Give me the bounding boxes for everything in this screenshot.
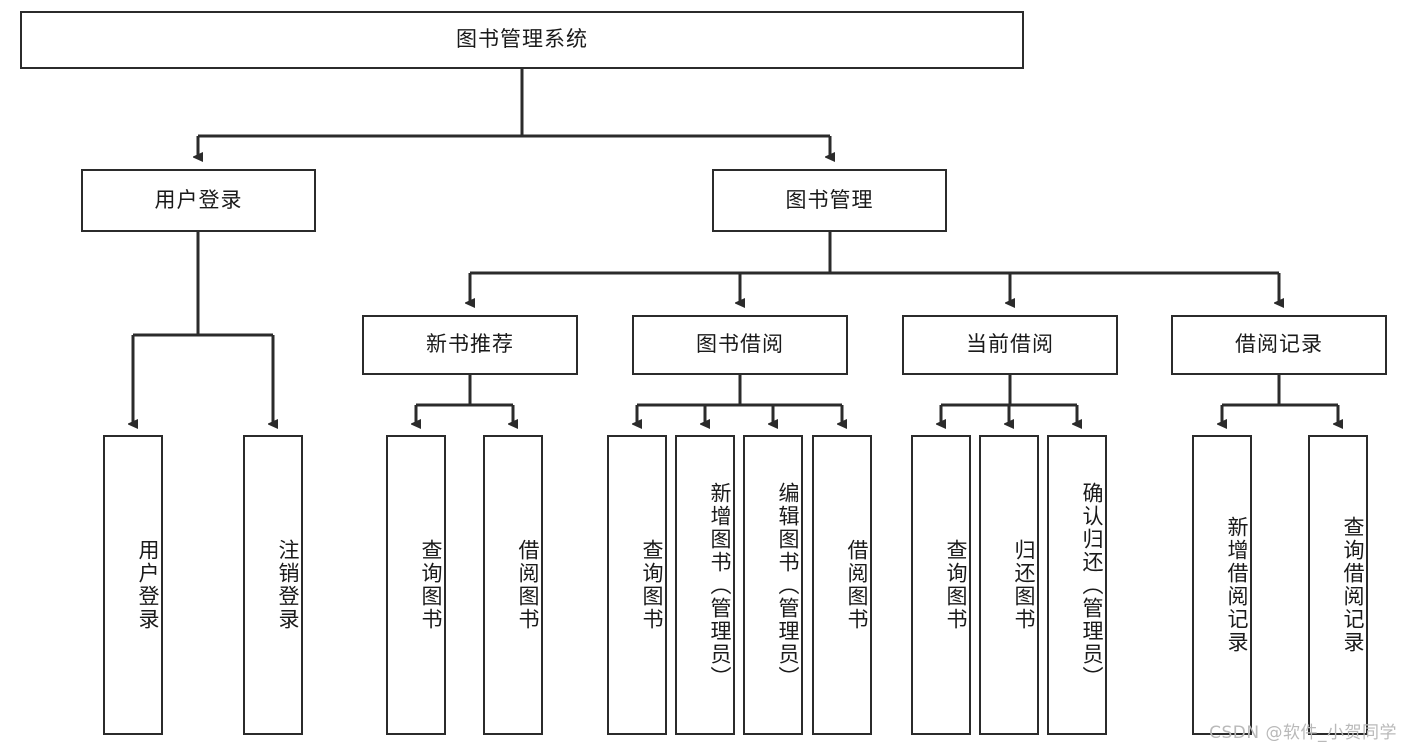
- leaf-logout[interactable]: 注销登录: [243, 435, 303, 735]
- node-book-management[interactable]: 图书管理: [712, 169, 947, 232]
- node-label: 当前借阅: [966, 332, 1054, 357]
- node-new-book-recommend[interactable]: 新书推荐: [362, 315, 578, 375]
- node-borrow-record[interactable]: 借阅记录: [1171, 315, 1387, 375]
- leaf-query-borrow-record[interactable]: 查询借阅记录: [1308, 435, 1368, 735]
- node-label: 图书借阅: [696, 332, 784, 357]
- node-user-login[interactable]: 用户登录: [81, 169, 316, 232]
- leaf-add-book-admin[interactable]: 新增图书（管理员）: [675, 435, 735, 735]
- node-current-borrow[interactable]: 当前借阅: [902, 315, 1118, 375]
- node-label: 用户登录: [136, 539, 160, 631]
- leaf-add-borrow-record[interactable]: 新增借阅记录: [1192, 435, 1252, 735]
- node-label: 查询借阅记录: [1341, 516, 1365, 654]
- leaf-borrow-book-new-recommend[interactable]: 借阅图书: [483, 435, 543, 735]
- leaf-confirm-return-admin[interactable]: 确认归还（管理员）: [1047, 435, 1107, 735]
- leaf-return-book[interactable]: 归还图书: [979, 435, 1039, 735]
- node-label: 新增借阅记录: [1225, 516, 1249, 654]
- node-label: 图书管理: [785, 187, 874, 212]
- node-label: 新增图书（管理员）: [708, 481, 732, 689]
- node-label: 借阅记录: [1235, 332, 1323, 357]
- node-label: 借阅图书: [516, 539, 540, 631]
- node-root-library-management-system[interactable]: 图书管理系统: [20, 11, 1024, 69]
- node-label: 归还图书: [1012, 539, 1036, 631]
- leaf-query-book-current[interactable]: 查询图书: [911, 435, 971, 735]
- leaf-edit-book-admin[interactable]: 编辑图书（管理员）: [743, 435, 803, 735]
- node-label: 查询图书: [944, 539, 968, 631]
- node-label: 图书管理系统: [456, 27, 588, 52]
- node-label: 借阅图书: [845, 539, 869, 631]
- node-label: 注销登录: [276, 539, 300, 631]
- node-label: 查询图书: [640, 539, 664, 631]
- leaf-borrow-book[interactable]: 借阅图书: [812, 435, 872, 735]
- leaf-user-login[interactable]: 用户登录: [103, 435, 163, 735]
- leaf-query-book-new-recommend[interactable]: 查询图书: [386, 435, 446, 735]
- node-label: 查询图书: [419, 539, 443, 631]
- leaf-query-book-borrow[interactable]: 查询图书: [607, 435, 667, 735]
- node-book-borrow[interactable]: 图书借阅: [632, 315, 848, 375]
- node-label: 确认归还（管理员）: [1080, 481, 1104, 689]
- node-label: 编辑图书（管理员）: [776, 481, 800, 689]
- node-label: 用户登录: [154, 187, 243, 212]
- node-label: 新书推荐: [426, 332, 514, 357]
